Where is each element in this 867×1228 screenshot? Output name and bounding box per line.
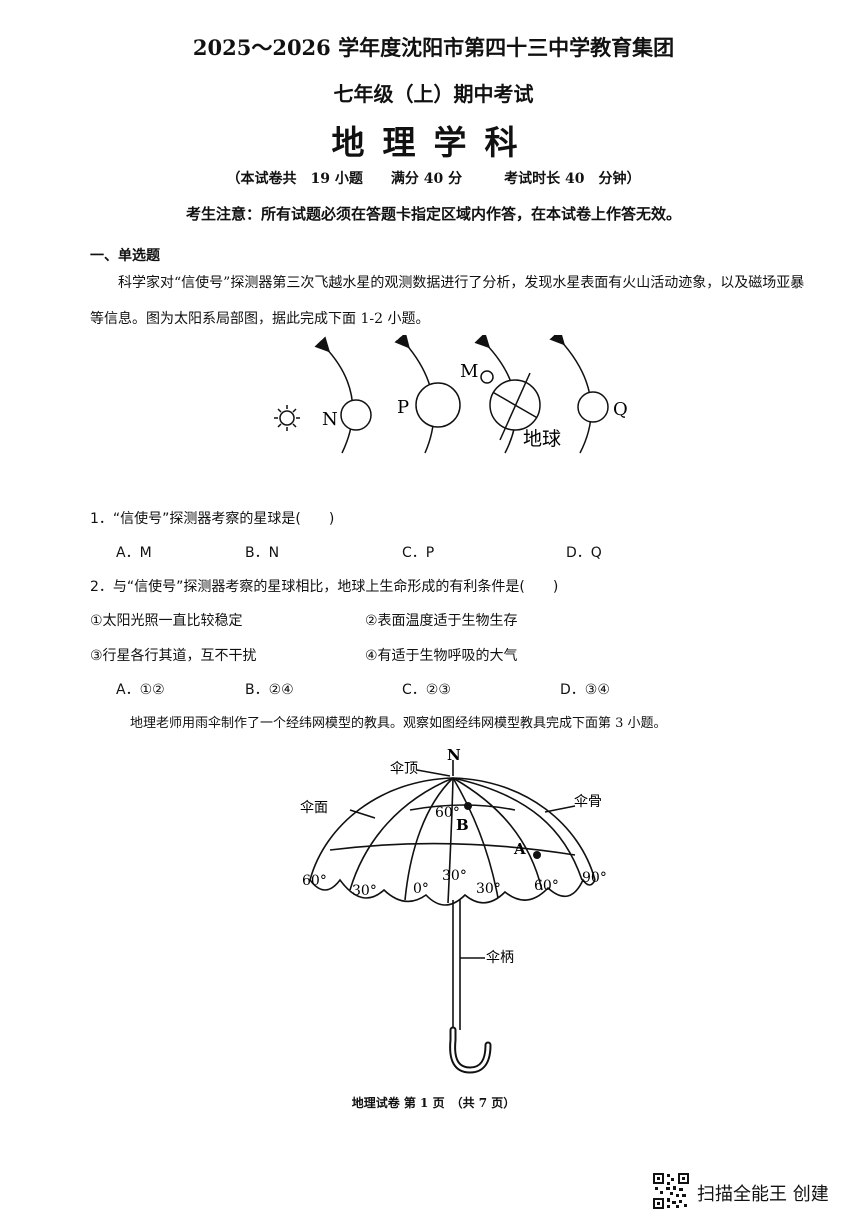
- label-point-a: A: [513, 840, 526, 858]
- label-lon-90: 90°: [582, 870, 607, 886]
- orbit-n: [314, 336, 354, 454]
- subject-title: 地理学科: [331, 123, 536, 162]
- exam-grade-title: 七年级（上）期中考试: [333, 82, 534, 106]
- question-1: 1．“信使号”探测器考察的星球是( ): [90, 511, 335, 527]
- label-m: M: [460, 361, 478, 382]
- q1-option-b: B．N: [245, 545, 280, 561]
- sun-icon: [274, 405, 300, 431]
- q2-option-c: C．②③: [402, 682, 451, 698]
- q1-option-c: C．P: [402, 545, 435, 561]
- exam-notice: 考生注意：所有试题必须在答题卡指定区域内作答，在本试卷上作答无效。: [185, 205, 681, 223]
- umbrella-edge: [309, 878, 596, 906]
- label-p: P: [397, 397, 409, 418]
- question-intro-1-2: 科学家对“信使号”探测器第三次飞越水星的观测数据进行了分析，发现水星表面有火山活…: [90, 275, 805, 327]
- q1-option-a: A．M: [116, 545, 152, 561]
- label-north: N: [447, 746, 461, 764]
- qr-code-icon: [652, 1172, 690, 1210]
- planet-p: [415, 382, 461, 428]
- label-lon-60-left: 60°: [302, 873, 327, 889]
- lat-60-line: [409, 804, 516, 811]
- q2-condition-1: ①太阳光照一直比较稳定: [90, 613, 243, 629]
- label-umbrella-handle: 伞柄: [486, 949, 514, 966]
- q2-condition-2: ②表面温度适于生物生存: [365, 613, 518, 629]
- label-q: Q: [613, 399, 628, 420]
- solar-system-figure: N P M 地球 Q: [274, 335, 628, 454]
- q2-option-b: B．②④: [245, 682, 294, 698]
- label-lon-30-right: 30°: [476, 881, 501, 897]
- label-lat-30: 30°: [442, 868, 467, 884]
- label-umbrella-rib: 伞骨: [574, 793, 602, 810]
- label-lat-60: 60°: [435, 805, 460, 821]
- question-2: 2．与“信使号”探测器考察的星球相比，地球上生命形成的有利条件是( ): [90, 579, 559, 595]
- planet-n: [340, 399, 372, 431]
- label-lon-0: 0°: [413, 881, 429, 897]
- q1-option-d: D．Q: [566, 545, 602, 561]
- label-lon-60-right: 60°: [534, 878, 559, 894]
- exam-info: （本试卷共 19 小题 满分 40 分 考试时长 40 分钟）: [226, 171, 641, 187]
- section-title: 一、单选题: [90, 248, 160, 264]
- q2-option-d: D．③④: [560, 682, 610, 698]
- label-umbrella-top: 伞顶: [390, 760, 418, 777]
- exam-title: 2025～2026 学年度沈阳市第四十三中学教育集团: [192, 35, 675, 60]
- planet-q: [577, 391, 609, 423]
- label-earth: 地球: [523, 428, 561, 450]
- point-b-marker: [464, 802, 472, 810]
- label-n: N: [322, 409, 338, 430]
- question-intro-3: 地理老师用雨伞制作了一个经纬网模型的教具。观察如图经纬网模型教具完成下面第 3 …: [130, 716, 667, 731]
- point-a-marker: [533, 851, 541, 859]
- umbrella-canopy: [309, 777, 454, 881]
- lat-30-line: [329, 842, 576, 856]
- label-lon-30-left: 30°: [352, 883, 377, 899]
- page-footer: 地理试卷 第 1 页 （共 7 页）: [351, 1096, 516, 1110]
- q2-condition-3: ③行星各行其道，互不干扰: [90, 648, 257, 664]
- label-umbrella-surface: 伞面: [300, 799, 328, 816]
- label-point-b: B: [456, 816, 469, 834]
- q2-condition-4: ④有适于生物呼吸的大气: [365, 648, 518, 664]
- scanner-watermark: 扫描全能王 创建: [697, 1184, 829, 1205]
- q2-option-a: A．①②: [116, 682, 165, 698]
- planet-m: [480, 370, 494, 384]
- umbrella-graticule-figure: N 伞顶 伞面 伞骨 伞柄 60° 30° B A 60° 30° 0° 30°…: [300, 746, 607, 1074]
